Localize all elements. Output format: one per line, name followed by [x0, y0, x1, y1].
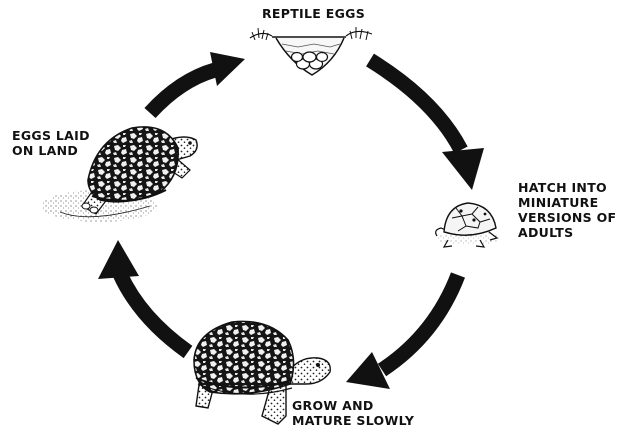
cycle-arrows — [98, 52, 484, 389]
label-grow: GROW AND MATURE SLOWLY — [292, 398, 414, 428]
arrow-grow-to-laid — [98, 240, 188, 352]
label-hatch: HATCH INTO MINIATURE VERSIONS OF ADULTS — [518, 180, 616, 240]
label-hatch-line-2: MINIATURE — [518, 195, 616, 210]
eggs-in-nest-icon — [250, 27, 372, 75]
label-grow-line-2: MATURE SLOWLY — [292, 413, 414, 428]
arrow-eggs-to-hatch — [370, 60, 484, 190]
label-eggs-laid-line-2: ON LAND — [12, 143, 90, 158]
arrow-laid-to-eggs — [150, 52, 245, 113]
label-eggs-laid: EGGS LAID ON LAND — [12, 128, 90, 158]
arrow-hatch-to-grow — [346, 275, 458, 389]
label-grow-line-1: GROW AND — [292, 398, 414, 413]
hatchling-turtle-icon — [436, 203, 500, 247]
label-hatch-line-3: VERSIONS OF — [518, 210, 616, 225]
label-hatch-line-1: HATCH INTO — [518, 180, 616, 195]
label-reptile-eggs: REPTILE EGGS — [262, 6, 365, 21]
label-hatch-line-4: ADULTS — [518, 225, 616, 240]
label-reptile-eggs-line-1: REPTILE EGGS — [262, 6, 365, 21]
label-eggs-laid-line-1: EGGS LAID — [12, 128, 90, 143]
